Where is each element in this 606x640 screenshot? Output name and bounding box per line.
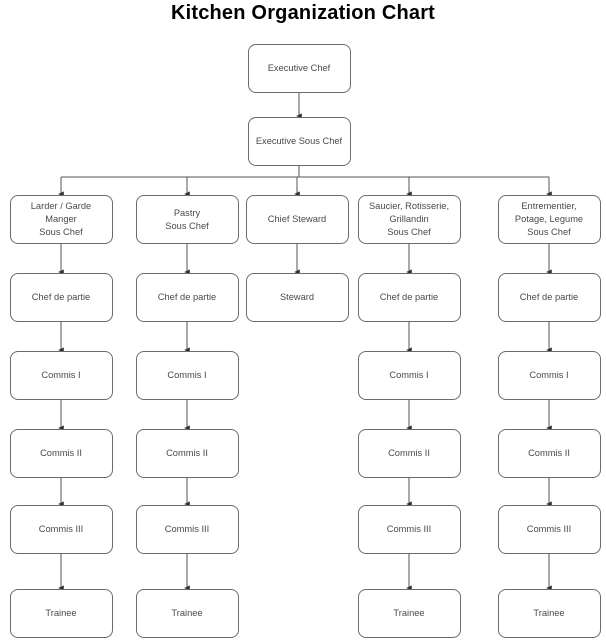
org-node-entrementier-cdp[interactable]: Chef de partie (497, 273, 601, 322)
org-node-steward[interactable]: Steward (245, 273, 349, 322)
org-node-entrementier-sous-chef[interactable]: Entrementier, Potage, Legume Sous Chef (497, 195, 601, 244)
org-node-saucier-sous-chef[interactable]: Saucier, Rotisserie, Grillandin Sous Che… (357, 195, 461, 244)
org-node-larder-sous-chef[interactable]: Larder / Garde Manger Sous Chef (9, 195, 113, 244)
org-node-entrementier-commis-3[interactable]: Commis III (497, 505, 601, 554)
org-node-pastry-commis-3[interactable]: Commis III (135, 505, 239, 554)
org-node-saucier-commis-3[interactable]: Commis III (357, 505, 461, 554)
org-node-larder-commis-3[interactable]: Commis III (9, 505, 113, 554)
org-node-larder-cdp[interactable]: Chef de partie (9, 273, 113, 322)
org-node-chief-steward[interactable]: Chief Steward (245, 195, 349, 244)
org-node-saucier-trainee[interactable]: Trainee (357, 589, 461, 638)
org-node-pastry-sous-chef[interactable]: Pastry Sous Chef (135, 195, 239, 244)
org-node-pastry-cdp[interactable]: Chef de partie (135, 273, 239, 322)
org-node-entrementier-commis-1[interactable]: Commis I (497, 351, 601, 400)
org-node-exec-chef[interactable]: Executive Chef (247, 44, 351, 93)
org-node-saucier-cdp[interactable]: Chef de partie (357, 273, 461, 322)
org-node-larder-commis-1[interactable]: Commis I (9, 351, 113, 400)
org-node-larder-commis-2[interactable]: Commis II (9, 429, 113, 478)
org-node-pastry-trainee[interactable]: Trainee (135, 589, 239, 638)
org-node-entrementier-trainee[interactable]: Trainee (497, 589, 601, 638)
org-node-entrementier-commis-2[interactable]: Commis II (497, 429, 601, 478)
org-node-exec-sous-chef[interactable]: Executive Sous Chef (247, 117, 351, 166)
org-node-pastry-commis-1[interactable]: Commis I (135, 351, 239, 400)
org-node-saucier-commis-1[interactable]: Commis I (357, 351, 461, 400)
org-node-saucier-commis-2[interactable]: Commis II (357, 429, 461, 478)
org-node-larder-trainee[interactable]: Trainee (9, 589, 113, 638)
org-node-pastry-commis-2[interactable]: Commis II (135, 429, 239, 478)
page-title: Kitchen Organization Chart (170, 2, 436, 24)
